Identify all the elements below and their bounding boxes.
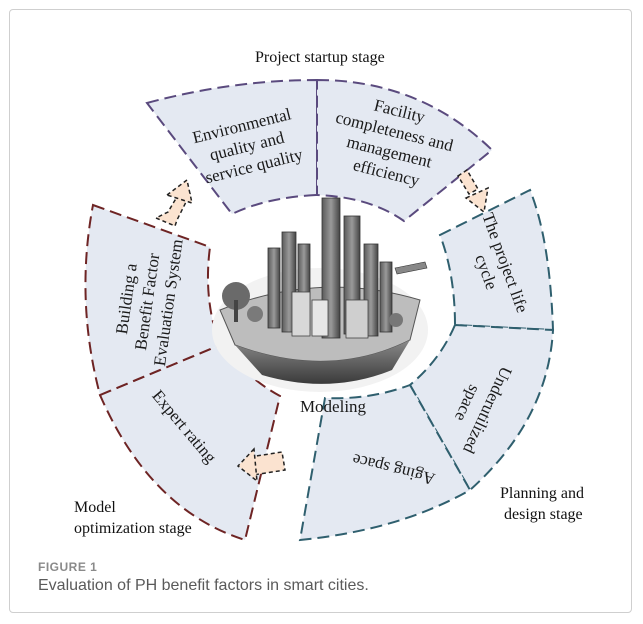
center-label: Modeling — [300, 397, 367, 416]
segment-aging — [298, 383, 472, 542]
stage-label-startup: Project startup stage — [255, 49, 385, 66]
arrow-bottom-to-left — [236, 447, 286, 483]
arrow-top-to-right — [456, 168, 489, 214]
stage-label-model: Model optimization stage — [70, 497, 192, 539]
figure-tag: FIGURE 1 — [38, 560, 98, 574]
segment-underutilized — [408, 323, 555, 492]
stage-label-planning-line2: design stage — [504, 506, 583, 523]
stage-label-model-line1: Model — [74, 499, 116, 516]
stage-label-planning: Planning and design stage — [498, 483, 584, 525]
segment-facility — [316, 78, 494, 223]
arrow-left-to-top — [154, 178, 194, 228]
figure-caption: Evaluation of PH benefit factors in smar… — [38, 577, 369, 594]
segment-building — [84, 203, 222, 397]
stage-label-planning-line1: Planning and — [500, 485, 584, 502]
stage-label-model-line2: optimization stage — [74, 520, 192, 537]
city-model-illustration — [212, 197, 428, 392]
segment-expert — [98, 343, 282, 542]
